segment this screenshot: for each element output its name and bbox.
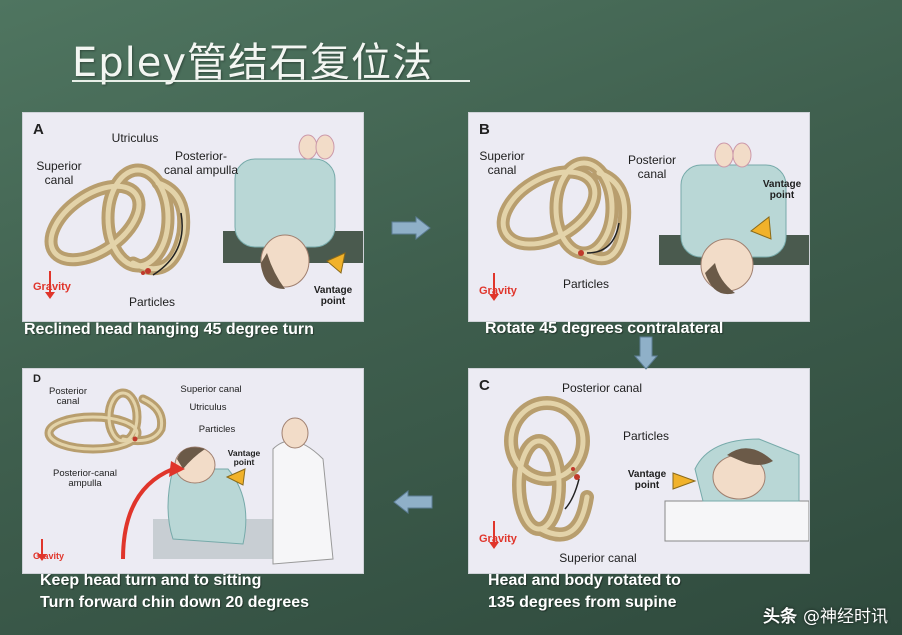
panel-c-illustration: [504, 396, 809, 542]
gravity-arrow-icon: [489, 273, 499, 301]
gravity-label: Gravity: [479, 533, 517, 545]
vantage-point-label: Vantage point: [627, 469, 667, 491]
caption-a: Reclined head hanging 45 degree turn: [24, 321, 314, 338]
panel-d-illustration: [44, 388, 334, 565]
particles-label: Particles: [622, 429, 669, 443]
particles-label: Particles: [562, 277, 609, 291]
panel-letter: A: [33, 121, 44, 138]
vantage-point-label: Vantage point: [313, 285, 353, 307]
gravity-label: Gravity: [479, 285, 517, 297]
posterior-canal-label: Posterior canal: [48, 386, 87, 407]
posterior-canal-label: Posterior canal: [561, 381, 643, 395]
watermark: 头条 @神经时讯: [763, 602, 888, 627]
caption-d-line2: Turn forward chin down 20 degrees: [40, 594, 310, 611]
gravity-arrow-icon: [45, 271, 55, 299]
caption-c-line2: 135 degrees from supine: [488, 594, 677, 611]
arrow-right-icon: [391, 216, 431, 240]
vantage-point-label: Vantage point: [227, 448, 261, 467]
panel-b: B Superior canal Posterior canal Particl…: [468, 112, 810, 322]
gravity-arrow-icon: [489, 521, 499, 549]
utriculus-label: Utriculus: [189, 402, 227, 413]
panel-b-illustration: [496, 142, 809, 295]
panel-c: C Posterior canal Particles Vantage poin…: [468, 368, 810, 574]
caption-d-line1: Keep head turn and to sitting: [40, 572, 262, 589]
panel-a-illustration: [44, 134, 363, 289]
caption-c-line1: Head and body rotated to: [488, 572, 681, 589]
slide-title: Epley管结石复位法: [72, 40, 434, 86]
gravity-label: Gravity: [33, 281, 71, 293]
panel-d: D Posterior canal Superior canal Utricul…: [22, 368, 364, 574]
panel-letter: B: [479, 121, 490, 138]
superior-canal-label: Superior canal: [180, 384, 242, 395]
arrow-down-icon: [634, 336, 658, 370]
gravity-arrow-icon: [37, 539, 47, 561]
posterior-ampulla-label: Posterior- canal ampulla: [163, 149, 239, 177]
panel-a: A Utriculus Superior canal Posterior- ca…: [22, 112, 364, 322]
superior-canal-label: Superior canal: [559, 551, 637, 565]
gravity-label: Gravity: [33, 551, 65, 561]
vantage-point-label: Vantage point: [762, 179, 802, 201]
arrow-left-icon: [393, 490, 433, 514]
panel-letter: C: [479, 377, 490, 394]
caption-b: Rotate 45 degrees contralateral: [485, 320, 724, 337]
particles-label: Particles: [128, 295, 175, 309]
watermark-handle: @神经时讯: [803, 607, 888, 627]
superior-canal-label: Superior canal: [479, 149, 525, 177]
title-underline: [72, 80, 470, 82]
particles-label: Particles: [198, 424, 236, 435]
posterior-ampulla-label: Posterior-canal ampulla: [53, 468, 117, 489]
utriculus-label: Utriculus: [111, 131, 159, 145]
superior-canal-label: Superior canal: [36, 159, 82, 187]
watermark-brand: 头条: [763, 607, 797, 627]
panel-letter: D: [33, 373, 41, 385]
posterior-canal-label: Posterior canal: [627, 153, 677, 181]
